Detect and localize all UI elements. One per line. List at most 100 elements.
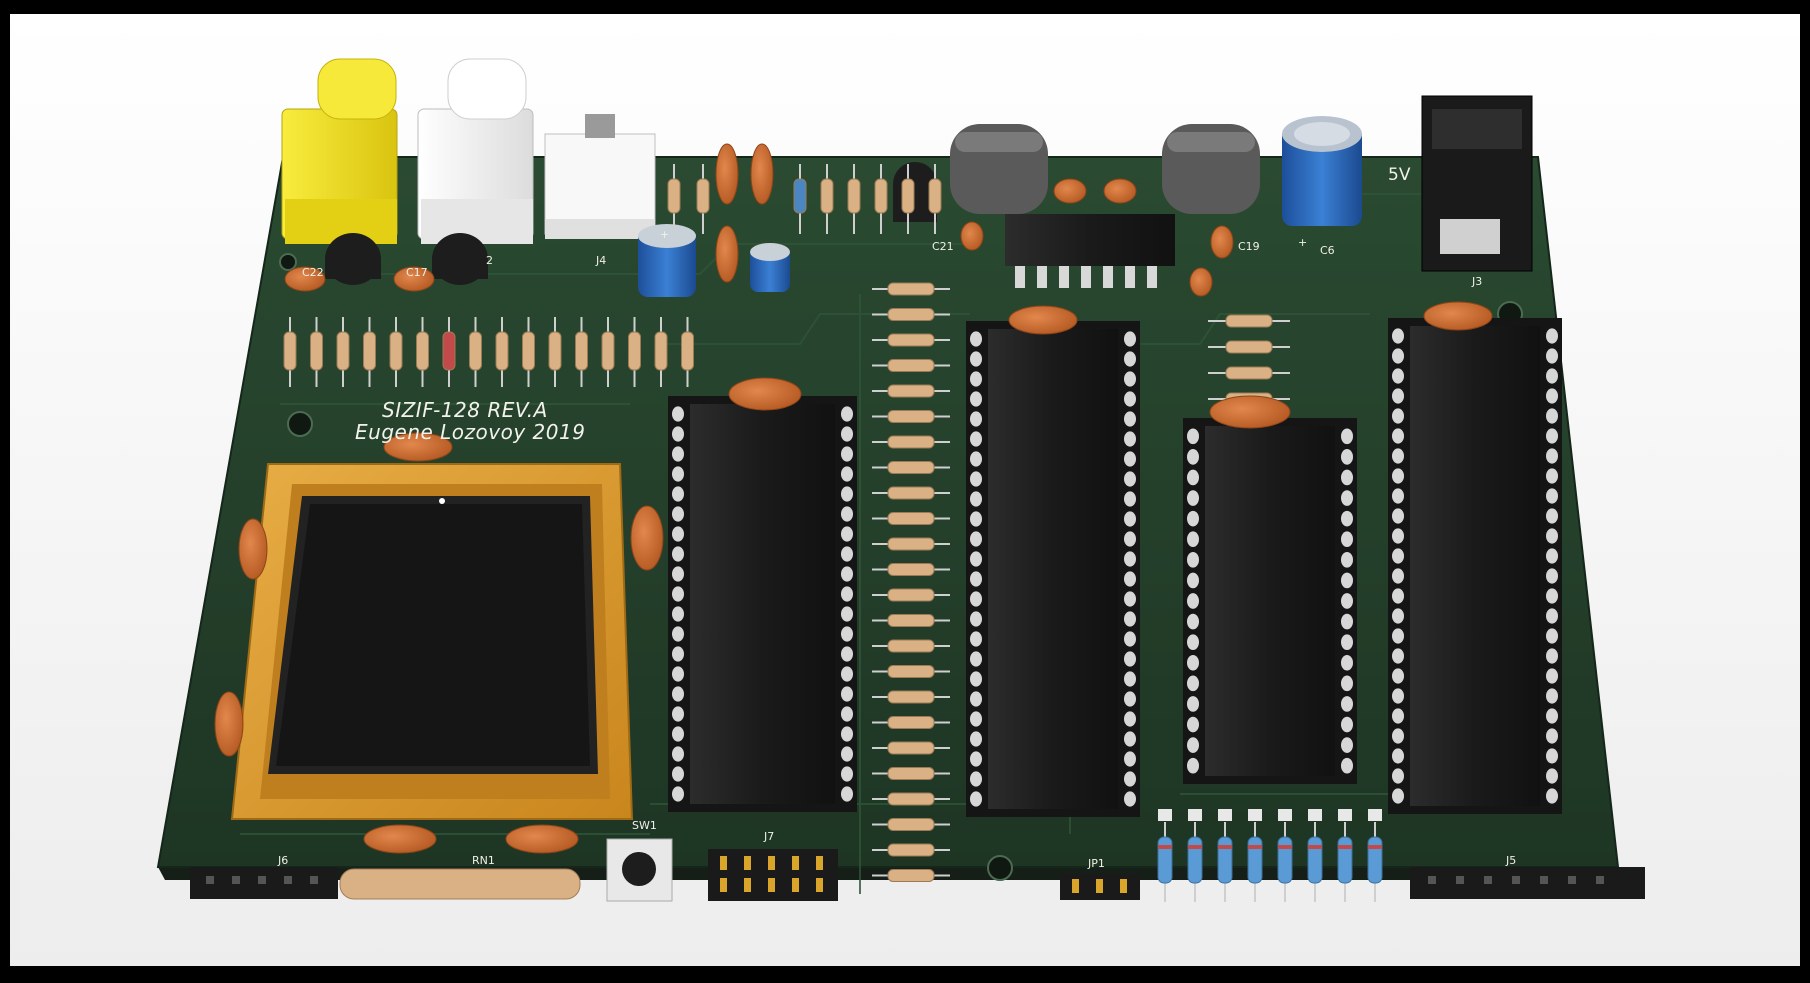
resistor	[1225, 314, 1273, 328]
crystal	[950, 124, 1048, 214]
transistor	[325, 233, 381, 285]
ceramic-capacitor	[1053, 178, 1087, 204]
resistor	[442, 331, 456, 371]
resistor	[628, 331, 641, 371]
resistor	[887, 410, 935, 423]
ref-c17: C17	[406, 266, 428, 279]
resistor	[548, 331, 562, 371]
resistor	[793, 178, 807, 214]
resistor	[887, 843, 935, 857]
resistor	[363, 331, 376, 371]
resistor	[887, 716, 935, 729]
ref-rn1: RN1	[472, 854, 495, 867]
ceramic-capacitor	[1210, 225, 1234, 259]
ref-sw1: SW1	[632, 819, 657, 832]
ref-j7: J7	[763, 830, 774, 843]
pin-header-j7	[708, 849, 838, 901]
resistor	[1217, 836, 1233, 884]
plcc-socket	[230, 463, 634, 820]
led-pad	[1218, 809, 1232, 821]
dip-ic-4	[1388, 318, 1562, 814]
ceramic-capacitor	[214, 691, 244, 757]
led-pad	[1308, 809, 1322, 821]
ref-c2: 2	[486, 254, 493, 267]
resistor	[416, 331, 429, 371]
resistor	[887, 435, 935, 449]
dc-power-jack-j3	[1421, 95, 1533, 272]
resistor	[1157, 836, 1173, 884]
ceramic-capacitor	[960, 221, 984, 251]
reset-button-sw1	[606, 838, 673, 902]
resistor	[887, 308, 935, 321]
ref-c19: C19	[1238, 240, 1260, 253]
resistor	[1307, 836, 1323, 884]
ceramic-capacitor	[715, 225, 739, 283]
resistor	[847, 178, 861, 214]
ceramic-capacitor	[715, 143, 739, 205]
resistor	[887, 563, 935, 576]
ref-j3: J3	[1471, 275, 1482, 288]
dip-ic-1	[668, 396, 857, 812]
ceramic-capacitor	[1008, 305, 1078, 335]
ref-j4: J4	[595, 254, 606, 267]
power-label: 5V	[1388, 165, 1411, 185]
ceramic-capacitor	[284, 266, 326, 292]
crystal	[1162, 124, 1260, 214]
resistor	[887, 639, 935, 653]
resistor-row-bottom	[1157, 809, 1383, 902]
resistor	[495, 331, 509, 371]
resistor-array-top	[283, 164, 942, 387]
led-pad	[1368, 809, 1382, 821]
rca-jack-white	[417, 58, 534, 244]
dip-ic-3	[1183, 418, 1357, 784]
resistor	[283, 331, 297, 371]
resistor	[887, 767, 935, 780]
ic-small-top	[1005, 214, 1175, 288]
resistor	[887, 818, 935, 831]
mounting-hole	[287, 411, 313, 437]
resistor	[887, 282, 935, 296]
resistor	[874, 178, 888, 214]
resistor	[1225, 340, 1273, 354]
resistor	[1367, 836, 1383, 884]
resistor	[696, 178, 710, 214]
resistor	[887, 792, 935, 806]
led-pad	[1188, 809, 1202, 821]
resistor	[389, 331, 403, 371]
resistor	[887, 741, 935, 755]
resistor-ladder-center	[872, 282, 950, 882]
resistor	[601, 331, 615, 371]
3d-viewer[interactable]: SIZIF-128 REV.A Eugene Lozovoy 2019 5V C…	[10, 14, 1800, 966]
led-pad	[1158, 809, 1172, 821]
ceramic-capacitor	[630, 505, 664, 571]
mounting-hole	[279, 253, 297, 271]
resistor	[1247, 836, 1263, 884]
pcb-render: SIZIF-128 REV.A Eugene Lozovoy 2019 5V C…	[156, 58, 1645, 902]
resistor	[522, 331, 535, 371]
led-pad	[1248, 809, 1262, 821]
ceramic-capacitor	[1103, 178, 1137, 204]
electrolytic-capacitor-c6	[1282, 116, 1362, 226]
led-pad	[1338, 809, 1352, 821]
ceramic-capacitor	[1189, 267, 1213, 297]
resistor	[887, 359, 935, 372]
resistor	[1187, 836, 1203, 884]
resistor	[667, 178, 681, 214]
ceramic-capacitor	[505, 824, 579, 854]
pin-header-j5	[1410, 867, 1645, 899]
resistor	[887, 461, 935, 474]
ceramic-capacitor	[393, 266, 435, 292]
dip-ic-group	[668, 318, 1562, 817]
ref-j6: J6	[277, 854, 288, 867]
transistor	[432, 233, 488, 285]
mounting-hole	[987, 855, 1013, 881]
resistor	[887, 614, 935, 627]
jumper-jp1	[1060, 874, 1140, 900]
electrolytic-capacitor	[750, 243, 790, 292]
ref-j5: J5	[1505, 854, 1516, 867]
ref-jp1: JP1	[1087, 857, 1105, 870]
ceramic-capacitor	[238, 518, 268, 580]
resistor-network-rn1	[339, 868, 581, 900]
resistor	[1277, 836, 1293, 884]
pin-header-j6	[190, 867, 338, 899]
